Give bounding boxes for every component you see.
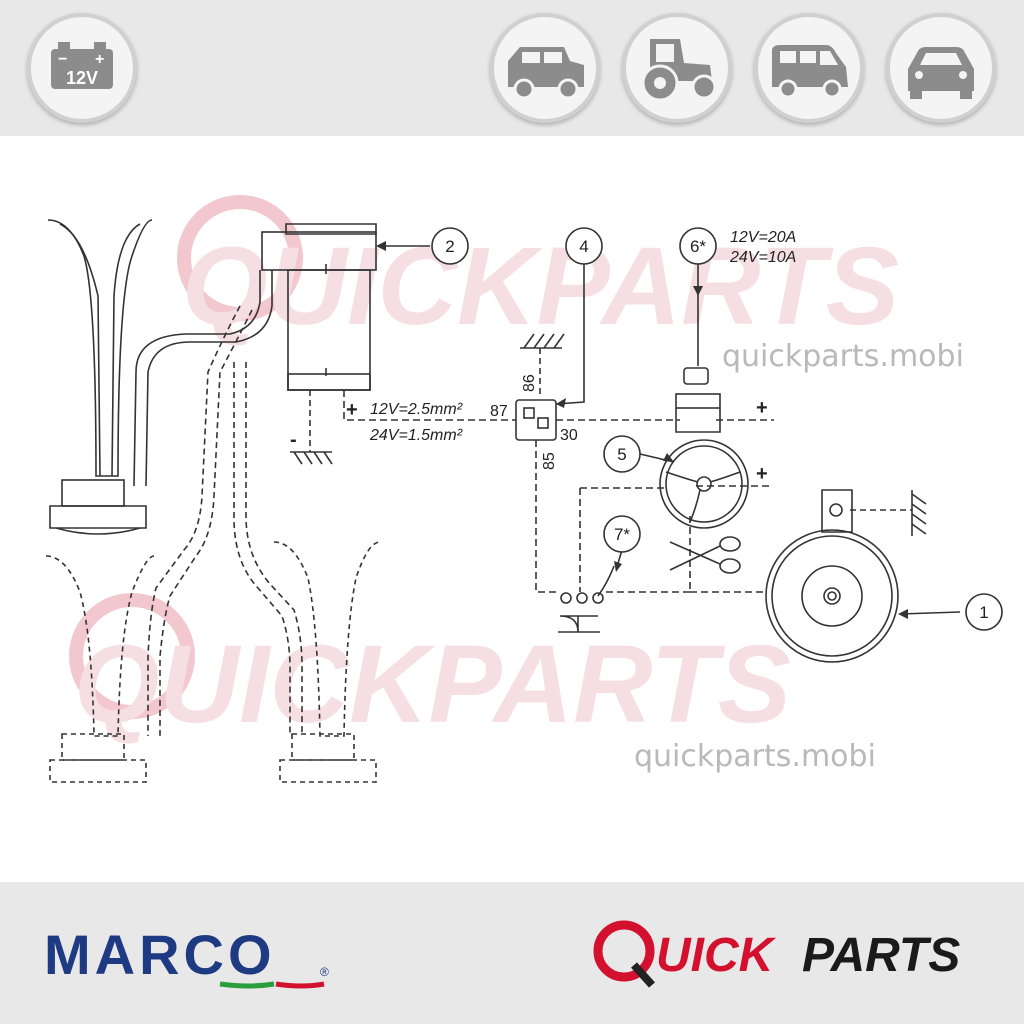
watermark-brand-top: QUICKPARTS xyxy=(177,195,899,348)
trumpet-dashed-right xyxy=(273,541,381,783)
battery-icon: − + 12V xyxy=(51,42,113,89)
ground-compressor xyxy=(290,390,333,465)
callout-7: 7* xyxy=(614,525,630,544)
marco-logo: MARCO ® xyxy=(44,924,329,989)
arrowheads xyxy=(376,241,908,619)
vehicle-badge-tractor xyxy=(622,13,732,123)
watermark-brand-bottom-text: QUICKPARTS xyxy=(74,623,791,746)
watermark-url-bottom: quickparts.mobi xyxy=(634,739,876,774)
suv-icon xyxy=(508,47,584,100)
quickparts-logo-parts: PARTS xyxy=(802,929,960,982)
battery-plus: + xyxy=(95,51,104,68)
quickparts-logo: UICK PARTS xyxy=(593,920,960,988)
air-hoses xyxy=(133,270,303,736)
van-icon xyxy=(772,45,848,99)
fuse-rating-24v: 24V=10A xyxy=(729,249,796,266)
fuse xyxy=(675,296,721,433)
cable-spec-24v: 24V=1.5mm² xyxy=(369,427,463,444)
cable-spec-12v: 12V=2.5mm² xyxy=(370,401,463,418)
relay-pin-86: 86 xyxy=(521,374,538,392)
watermark-url-top: quickparts.mobi xyxy=(722,339,964,374)
wiring-diagram: QUICKPARTS QUICKPARTS xyxy=(45,195,1003,783)
vehicle-badge-suv xyxy=(490,13,600,123)
relay-pin-85: 85 xyxy=(541,452,558,470)
car-icon xyxy=(908,47,974,99)
callout-5: 5 xyxy=(617,445,626,464)
quickparts-q-icon xyxy=(593,920,655,982)
plus-compressor: + xyxy=(346,399,358,421)
push-button xyxy=(558,565,615,633)
ground-horn xyxy=(850,490,927,536)
quickparts-logo-uick: UICK xyxy=(656,929,777,982)
callout-4: 4 xyxy=(579,237,588,256)
minus-compressor: - xyxy=(290,429,297,451)
relay xyxy=(515,399,557,441)
marco-registered: ® xyxy=(320,965,329,979)
vehicle-badge-car xyxy=(886,13,996,123)
voltage-label: 12V xyxy=(66,68,98,88)
callout-lines xyxy=(380,245,961,615)
steering-wheel xyxy=(659,439,749,529)
callout-6: 6* xyxy=(690,237,706,256)
bottom-banner xyxy=(0,882,1024,1024)
tractor-icon xyxy=(641,39,717,102)
fuse-rating-12v: 12V=20A xyxy=(730,229,796,246)
vehicle-badge-van xyxy=(754,13,864,123)
relay-pin-30: 30 xyxy=(560,427,578,444)
wiring-lines xyxy=(343,390,774,593)
callout-circles xyxy=(431,227,1003,631)
plus-fuse: + xyxy=(756,397,768,419)
ground-relay xyxy=(520,333,565,398)
callout-1: 1 xyxy=(979,603,988,622)
plus-steering: + xyxy=(756,463,768,485)
watermark-brand-bottom: QUICKPARTS xyxy=(69,593,791,746)
scissors-icon xyxy=(669,536,741,574)
trumpet-dashed-left xyxy=(45,555,155,783)
electric-horn xyxy=(765,489,899,663)
marco-logo-text: MARCO xyxy=(44,924,276,986)
watermark-brand-top-text: QUICKPARTS xyxy=(182,225,899,348)
callout-2: 2 xyxy=(445,237,454,256)
voltage-badge: − + 12V xyxy=(27,13,137,123)
compressor xyxy=(261,223,377,391)
battery-minus: − xyxy=(58,51,67,68)
trumpet-solid xyxy=(47,219,153,535)
relay-pin-87: 87 xyxy=(490,403,508,420)
